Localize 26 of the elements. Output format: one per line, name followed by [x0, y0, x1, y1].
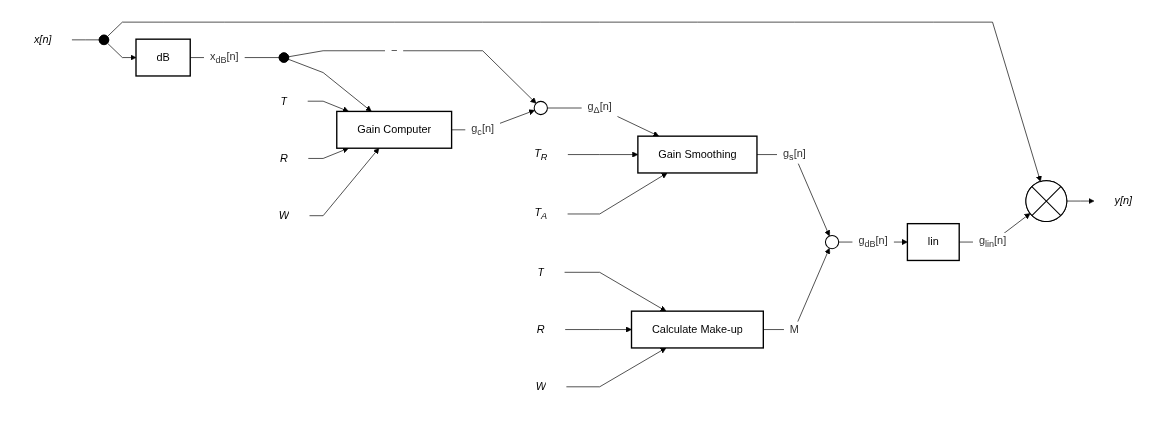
node-box: Gain Smoothing: [637, 135, 758, 174]
edge-label: g$_{s}$[n]: [783, 147, 806, 162]
node-text: W: [278, 209, 290, 221]
edge-label: M: [789, 323, 799, 335]
node-text: T$_{A}$: [534, 206, 548, 221]
node-box: dB: [135, 38, 191, 77]
edge-label: g$_{Δ}$[n]: [587, 100, 612, 115]
node-text: T: [280, 94, 288, 107]
edge-label: −: [391, 44, 398, 56]
node-circle: [533, 100, 548, 115]
connector: [71, 39, 100, 40]
node-text: T$_{R}$: [534, 147, 548, 162]
node-box: Calculate Make-up: [630, 310, 764, 349]
edge-label: g$_{c}$[n]: [471, 122, 495, 137]
edge-label: g$_{lin}$[n]: [978, 234, 1007, 249]
node-text: T: [537, 265, 545, 278]
node-box: Gain Computer: [336, 110, 453, 149]
node-box: lin: [906, 222, 960, 261]
node-text: x[n]: [33, 33, 52, 45]
node-text: W: [535, 380, 546, 392]
edge-label: x$_{dB}$[n]: [209, 50, 239, 65]
node-text: R: [536, 323, 545, 335]
node-text: R: [279, 151, 288, 164]
edge-label: g$_{dB}$[n]: [858, 234, 888, 249]
node-text: y[n]: [1114, 194, 1133, 207]
node-circle: [824, 234, 840, 249]
